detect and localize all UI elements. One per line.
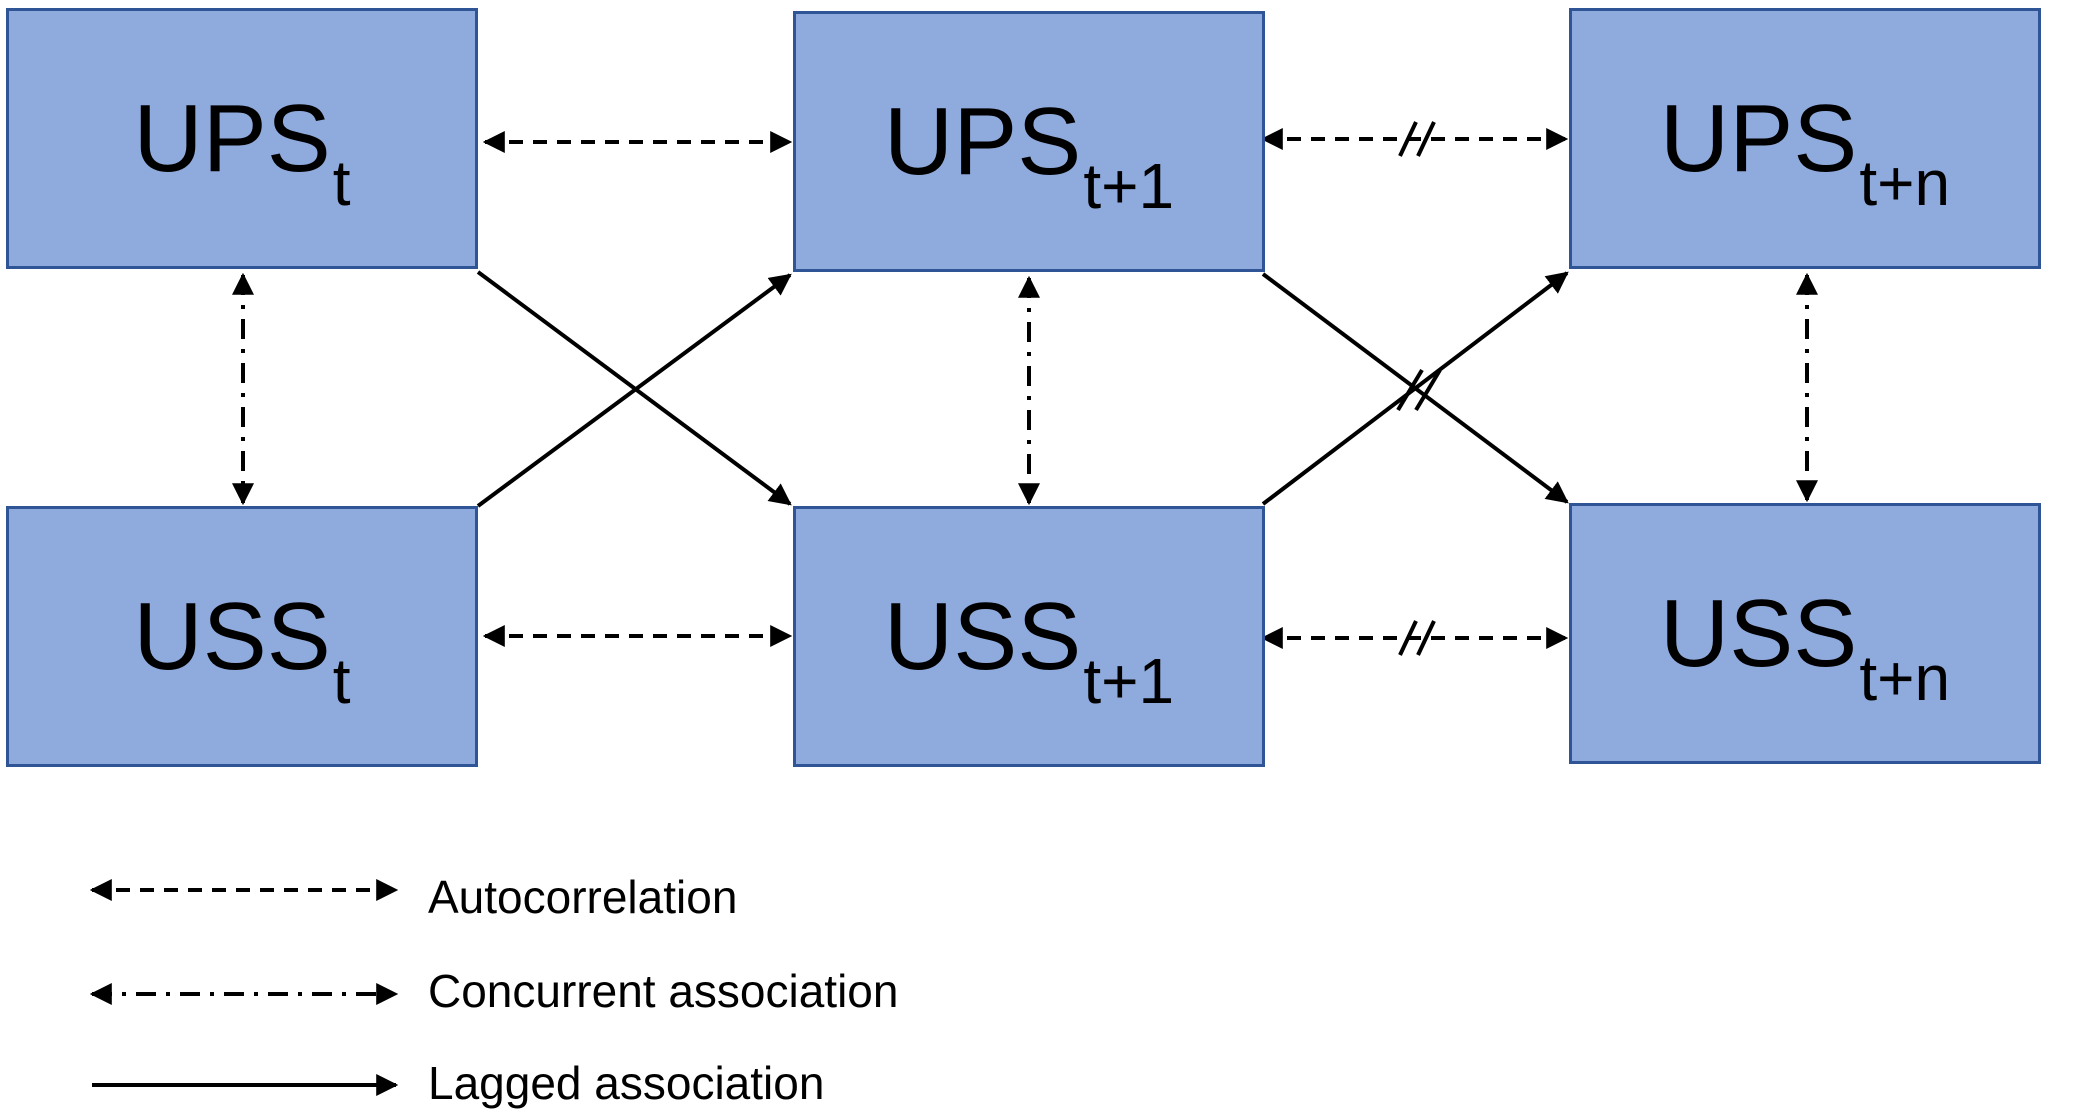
- box-uss-t: USSt: [6, 506, 478, 767]
- lagged-arrow-ups-t-to-uss-t1: [476, 270, 792, 506]
- box-label-main: USS: [1659, 579, 1858, 687]
- box-label-subscript: t: [332, 644, 351, 717]
- lagged-arrow-uss-t1-to-ups-tn: [1261, 271, 1569, 506]
- lagged-arrow-ups-t1-to-uss-tn: [1261, 272, 1569, 504]
- legend-concurrent-label: Concurrent association: [428, 965, 899, 1017]
- box-label-main: UPS: [1659, 84, 1858, 192]
- box-label-subscript: t+1: [1083, 644, 1175, 717]
- legend-lagged-label: Lagged association: [428, 1057, 825, 1109]
- box-label: UPSt+1: [884, 93, 1174, 218]
- box-label-subscript: t+n: [1859, 146, 1951, 219]
- box-label: USSt: [133, 588, 350, 713]
- lagged-arrow-uss-t-to-ups-t1: [476, 273, 792, 508]
- box-label-main: UPS: [133, 84, 331, 192]
- box-ups-t1: UPSt+1: [793, 11, 1265, 272]
- box-label-subscript: t: [332, 146, 351, 219]
- box-label: USSt+n: [1660, 585, 1950, 710]
- box-uss-t1: USSt+1: [793, 506, 1265, 767]
- box-label-main: USS: [133, 582, 331, 690]
- legend-autocorrelation-label: Autocorrelation: [428, 871, 738, 923]
- box-label: UPSt+n: [1660, 90, 1950, 215]
- box-label-main: UPS: [883, 87, 1082, 195]
- box-label: USSt+1: [884, 588, 1174, 713]
- break-mark-uss-autocorrelation: [1398, 620, 1436, 656]
- box-ups-tn: UPSt+n: [1569, 8, 2041, 269]
- box-ups-t: UPSt: [6, 8, 478, 269]
- break-mark-lagged: [1396, 368, 1442, 412]
- box-uss-tn: USSt+n: [1569, 503, 2041, 764]
- box-label-subscript: t+1: [1083, 149, 1175, 222]
- box-label-main: USS: [883, 582, 1082, 690]
- box-label: UPSt: [133, 90, 350, 215]
- box-label-subscript: t+n: [1859, 641, 1951, 714]
- break-mark-ups-autocorrelation: [1398, 121, 1436, 157]
